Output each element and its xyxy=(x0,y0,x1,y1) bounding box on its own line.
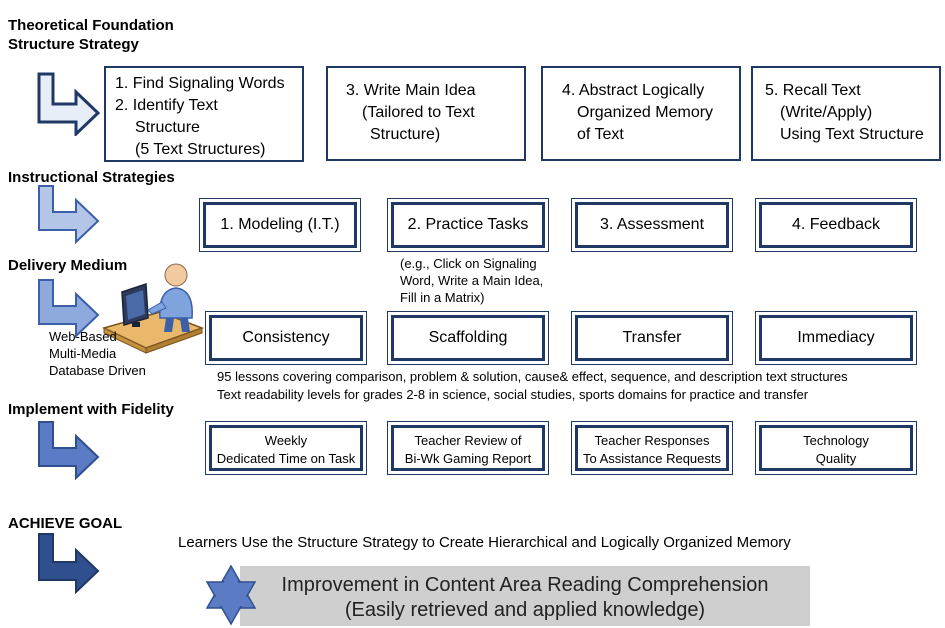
fidelity-line: To Assistance Requests xyxy=(582,451,722,466)
delivery-medium-heading: Delivery Medium xyxy=(8,257,128,274)
fidelity-line: Technology xyxy=(803,433,869,448)
star-of-david-icon xyxy=(205,564,257,626)
step-line: of Text xyxy=(577,126,624,143)
note-line: Word, Write a Main Idea, xyxy=(400,273,544,288)
fidelity-line: Quality xyxy=(815,451,857,466)
structure-step-box: 3. Write Main Idea (Tailored to Text Str… xyxy=(326,66,526,161)
delivery-box: Scaffolding xyxy=(387,311,549,365)
step-line: 3. Write Main Idea xyxy=(346,82,476,99)
note-line: 95 lessons covering comparison, problem … xyxy=(217,369,848,384)
delivery-notes: 95 lessons covering comparison, problem … xyxy=(217,368,848,404)
result-line: Improvement in Content Area Reading Comp… xyxy=(281,574,769,596)
heading-line: Theoretical Foundation xyxy=(8,17,174,34)
label-line: Web-Based xyxy=(49,329,117,344)
step-line: 4. Abstract Logically xyxy=(562,82,705,99)
step-line: (Tailored to Text xyxy=(362,104,475,121)
implement-fidelity-heading: Implement with Fidelity xyxy=(8,401,174,418)
practice-tasks-note: (e.g., Click on Signaling Word, Write a … xyxy=(400,255,543,306)
structure-step-box: 5. Recall Text (Write/Apply) Using Text … xyxy=(751,66,941,161)
structure-step-box: 1. Find Signaling Words 2. Identify Text… xyxy=(104,66,304,162)
instructional-strategies-heading: Instructional Strategies xyxy=(8,169,175,186)
delivery-box: Immediacy xyxy=(755,311,917,365)
fidelity-box: Teacher Responses To Assistance Requests xyxy=(571,421,733,475)
fidelity-line: Weekly xyxy=(264,433,308,448)
instructional-box: 2. Practice Tasks xyxy=(387,198,549,252)
note-line: Text readability levels for grades 2-8 i… xyxy=(217,387,809,402)
instructional-box: 3. Assessment xyxy=(571,198,733,252)
note-line: Fill in a Matrix) xyxy=(400,290,485,305)
step-line: Using Text Structure xyxy=(780,126,924,143)
goal-statement: Learners Use the Structure Strategy to C… xyxy=(178,534,791,551)
fidelity-box: Teacher Review of Bi-Wk Gaming Report xyxy=(387,421,549,475)
step-line: 2. Identify Text xyxy=(115,97,218,114)
step-line: Organized Memory xyxy=(577,104,714,121)
bent-arrow-icon xyxy=(37,72,101,136)
fidelity-line: Teacher Responses xyxy=(594,433,710,448)
label-line: Database Driven xyxy=(49,363,146,378)
achieve-goal-heading: ACHIEVE GOAL xyxy=(8,515,123,532)
heading-line: Structure Strategy xyxy=(8,36,139,53)
fidelity-line: Dedicated Time on Task xyxy=(216,451,356,466)
instructional-box: 4. Feedback xyxy=(755,198,917,252)
bent-arrow-icon xyxy=(38,533,100,594)
fidelity-line: Bi-Wk Gaming Report xyxy=(404,451,532,466)
delivery-box: Transfer xyxy=(571,311,733,365)
theoretical-foundation-heading: Theoretical Foundation Structure Strateg… xyxy=(8,16,174,54)
computer-user-icon xyxy=(101,263,204,354)
structure-step-box: 4. Abstract Logically Organized Memory o… xyxy=(541,66,741,161)
bent-arrow-icon xyxy=(38,185,100,244)
result-line: (Easily retrieved and applied knowledge) xyxy=(344,599,706,621)
label-line: Multi-Media xyxy=(49,346,117,361)
instructional-box: 1. Modeling (I.T.) xyxy=(199,198,361,252)
step-line: Structure xyxy=(135,119,200,136)
fidelity-box: Weekly Dedicated Time on Task xyxy=(205,421,367,475)
step-line: (Write/Apply) xyxy=(780,104,873,121)
note-line: (e.g., Click on Signaling xyxy=(400,256,537,271)
delivery-medium-labels: Web-Based Multi-Media Database Driven xyxy=(49,328,146,379)
bent-arrow-icon xyxy=(38,421,100,480)
goal-result-bar: Improvement in Content Area Reading Comp… xyxy=(240,566,810,626)
step-line: Structure) xyxy=(370,126,441,143)
fidelity-line: Teacher Review of xyxy=(414,433,522,448)
goal-result-text: Improvement in Content Area Reading Comp… xyxy=(240,573,810,623)
step-line: 1. Find Signaling Words xyxy=(115,75,285,92)
delivery-box: Consistency xyxy=(205,311,367,365)
bent-arrow-icon xyxy=(38,279,100,338)
step-line: (5 Text Structures) xyxy=(135,141,266,158)
step-line: 5. Recall Text xyxy=(765,82,861,99)
fidelity-box: Technology Quality xyxy=(755,421,917,475)
